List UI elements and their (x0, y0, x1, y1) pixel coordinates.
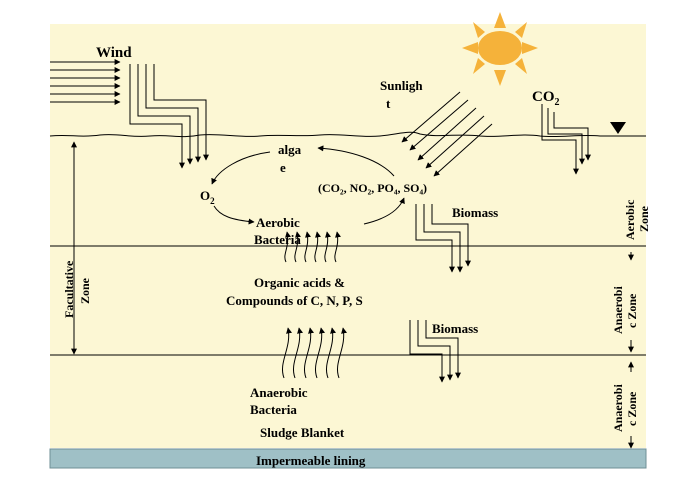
biomass-lower-label: Biomass (432, 321, 478, 336)
wind-label: Wind (96, 45, 132, 61)
biomass-lower-arrows (409, 320, 461, 383)
sludge-blanket-label: Sludge Blanket (260, 425, 345, 440)
wind-arrows (50, 59, 121, 105)
anaerobic-bottom-zone-label: Anaerobi c Zone (611, 384, 639, 432)
aerobic-zone-label-line2: Zone (637, 205, 651, 232)
facultative-zone-label: Facultative Zone (62, 260, 92, 318)
algae-label-line2: e (280, 160, 286, 175)
co2-arrows (541, 104, 591, 175)
co2-label: CO2 (532, 89, 560, 108)
sun-icon (462, 12, 538, 86)
pond-background (50, 24, 646, 448)
sunlight-arrows (401, 91, 493, 177)
biomass-upper-label: Biomass (452, 205, 498, 220)
anaerobic-bottom-zone-label-line1: Anaerobi (611, 384, 625, 432)
anaerobic-bacteria-arrows (282, 327, 347, 379)
anaerobic-middle-zone-label-line1: Anaerobi (611, 286, 625, 334)
cycle-arrows (211, 145, 405, 225)
facultative-zone-label-line2: Zone (78, 277, 92, 304)
algae-label-line1: alga (278, 142, 302, 157)
impermeable-lining-label: Impermeable lining (256, 453, 366, 468)
anaerobic-bacteria-label-line1: Anaerobic (250, 385, 308, 400)
sunlight-label-line2: t (386, 96, 391, 111)
anaerobic-middle-zone-label-line2: c Zone (625, 293, 639, 328)
aerobic-zone-label: Aerobic Zone (623, 199, 651, 240)
anaerobic-middle-zone-label: Anaerobi c Zone (611, 286, 639, 334)
aerobic-bacteria-label-line1: Aerobic (256, 215, 300, 230)
sunlight-label-line1: Sunligh (380, 78, 423, 93)
impermeable-lining (49, 448, 647, 469)
anaerobic-bacteria-label-line2: Bacteria (250, 402, 297, 417)
organic-acids-label-line2: Compounds of C, N, P, S (226, 293, 363, 308)
water-surface-line (49, 131, 646, 138)
facultative-zone-label-line1: Facultative (62, 260, 76, 318)
aerobic-bacteria-label-line2: Bacteria (254, 232, 301, 247)
aerobic-zone-label-line1: Aerobic (623, 199, 637, 240)
aerobic-bacteria-arrows (284, 231, 341, 263)
anaerobic-bottom-zone-label-line2: c Zone (625, 391, 639, 426)
biomass-upper-arrows (415, 204, 471, 273)
organic-acids-label-line1: Organic acids & (254, 275, 345, 290)
nutrients-label: (CO₂, NO₂, PO₄, SO₄) (318, 181, 427, 195)
water-level-marker-icon (610, 122, 626, 134)
wind-mixing-arrows (129, 64, 209, 169)
o2-label: O2 (200, 188, 215, 206)
